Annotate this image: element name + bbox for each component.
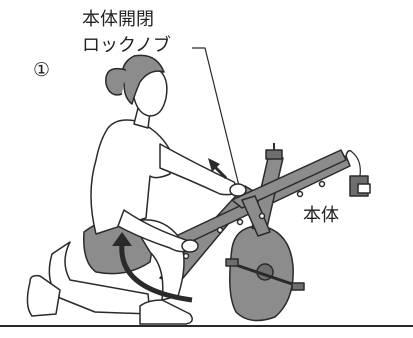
hair <box>121 54 165 105</box>
step-number: ① <box>33 59 51 81</box>
bolt <box>216 226 224 234</box>
hand-on-knob <box>229 183 247 197</box>
handle-tube <box>231 149 347 209</box>
lower-link-tube <box>241 195 271 237</box>
bolt <box>236 218 244 226</box>
callout-leader-line <box>192 47 241 191</box>
front-shoe <box>139 299 193 325</box>
back-shoe <box>26 274 61 317</box>
upper-arm-reaching <box>159 143 241 196</box>
knob-pull-arrow-head <box>208 158 220 172</box>
console-plug <box>357 183 371 194</box>
bolt <box>296 190 304 198</box>
pedal-left <box>225 258 239 267</box>
bolt <box>258 212 266 220</box>
body-label: 本体 <box>303 205 339 226</box>
lock-knob-callout-line1: 本体開閉 <box>82 9 154 30</box>
lower-arm <box>117 209 193 253</box>
hand-on-frame <box>181 239 199 253</box>
lock-knob-callout-line2: ロックノブ <box>82 35 171 56</box>
seat-knob <box>265 149 283 160</box>
crank-arm <box>232 262 299 288</box>
console-cable <box>351 151 361 177</box>
ponytail <box>105 67 127 96</box>
motion-arrows <box>112 158 228 303</box>
lift-arrow-head <box>112 232 132 246</box>
back-leg <box>48 241 151 315</box>
lift-motion-curve <box>119 243 193 303</box>
cable <box>345 149 353 157</box>
person <box>26 54 247 325</box>
pedal-right <box>291 282 305 291</box>
bolt <box>318 180 326 188</box>
